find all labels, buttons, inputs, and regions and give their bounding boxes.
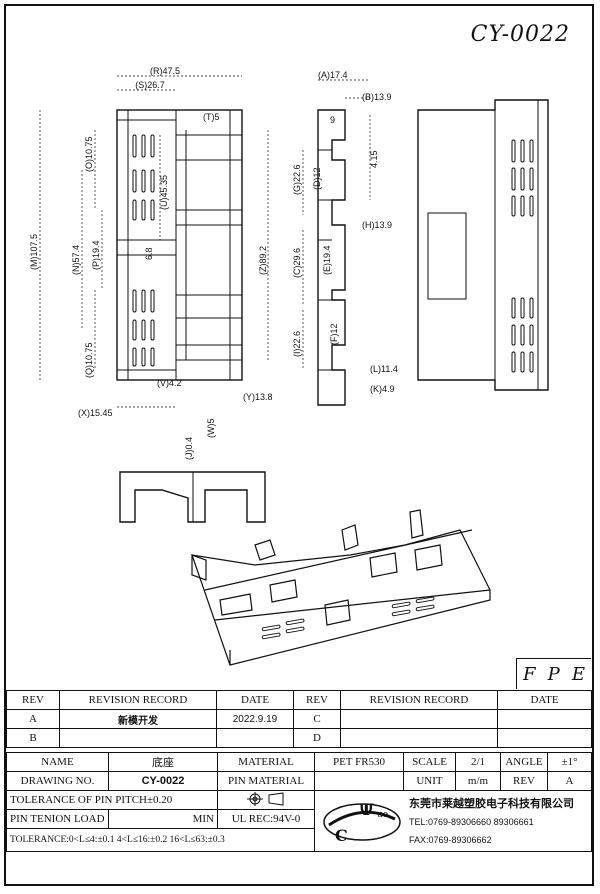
revision-row: B D [6,728,592,748]
dim-M: (M)107.5 [29,234,39,270]
rev-c: C [293,709,341,729]
revision-record-header: REVISION RECORD [59,690,217,710]
company-logo: C Ψ ue [321,795,403,849]
dim-R: (R)47.5 [150,66,180,76]
material-label: MATERIAL [217,752,315,772]
dim-P: (P)19.4 [91,240,101,270]
dim-W: (W)5 [206,419,216,439]
isometric-view [191,509,491,666]
dim-V: (V)4.2 [157,378,182,388]
drawing-sheet [4,4,594,886]
dim-A: (A)17.4 [318,70,348,80]
company-name: 东莞市莱越塑胶电子科技有限公司 [409,797,574,810]
dim-4-15: 4.15 [369,150,379,168]
pin-tension-label: PIN TENION LOAD [6,809,109,829]
tolerance-pin-pitch: TOLERANCE OF PIN PITCH±0.20 [6,790,218,810]
logo-letter-psi: Ψ [359,800,374,819]
front-view [39,75,269,408]
drawing-no-label: DRAWING NO. [6,771,109,791]
angle-label: ANGLE [500,752,548,772]
unit-label: UNIT [403,771,456,791]
dim-O: (O)10.75 [84,136,94,172]
side-view [302,79,371,406]
revision-record-a: 新模开发 [59,709,217,729]
company-tel: TEL:0769-89306660 89306661 [409,817,534,827]
dim-9: 9 [330,115,335,125]
rev-value: A [547,771,592,791]
revision-record-header-2: REVISION RECORD [340,690,498,710]
company-logo-icon: C Ψ ue [323,800,401,845]
dim-C: (C)29.6 [292,248,302,278]
dim-F: (F)12 [329,323,339,345]
tolerance-general: TOLERANCE:0<L≤4:±0.1 4<L≤16:±0.2 16<L≤63… [6,828,315,852]
dim-Y: (Y)13.8 [243,392,273,402]
logo-letter-c: C [335,826,348,845]
top-profile-view [119,471,266,523]
dim-H: (H)13.9 [362,220,392,230]
dim-6-8: 6.8 [144,247,154,260]
date-header: DATE [216,690,294,710]
pin-material-label: PIN MATERIAL [217,771,315,791]
title-block-table: NAME 底座 MATERIAL PET FR530 SCALE 2/1 ANG… [6,752,592,852]
logo-letter-ue: ue [377,810,388,820]
dim-J: (J)0.4 [184,437,194,460]
rev-a: A [6,709,60,729]
dim-U: (U)45.35 [159,175,169,210]
revision-date-a: 2022.9.19 [216,709,294,729]
date-header-2: DATE [497,690,592,710]
dim-I: (I)22.6 [292,331,302,357]
projection-symbol-icon [247,791,284,806]
scale-label: SCALE [403,752,456,772]
ul-rec: UL REC:94V-0 [217,809,315,829]
material-value: PET FR530 [314,752,404,772]
name-value: 底座 [108,752,218,772]
company-block: C Ψ ue 东莞市莱越塑胶电子科技有限公司 TEL:0769-89306660… [314,790,592,852]
dim-E: (E)19.4 [322,245,332,275]
revision-row: A 新模开发 2022.9.19 C [6,709,592,729]
fpe-e: E [571,663,585,685]
back-view [417,99,549,391]
pin-tension-value: MIN [108,809,218,829]
rev-b: B [6,728,60,748]
rev-label: REV [500,771,548,791]
rev-header-2: REV [293,690,341,710]
dim-Q: (Q)10.75 [84,342,94,378]
rev-d: D [293,728,341,748]
dim-T: (T)5 [203,112,220,122]
projection-symbol [217,790,315,810]
dim-D: (D)12 [312,167,322,190]
company-fax: FAX:0769-89306662 [409,835,492,845]
name-label: NAME [6,752,109,772]
dim-N: (N)57.4 [71,245,81,275]
drawing-no-value: CY-0022 [108,771,218,791]
dim-K: (K)4.9 [370,384,395,394]
dim-L: (L)11.4 [370,364,398,374]
revision-table: REV REVISION RECORD DATE REV REVISION RE… [6,690,592,748]
fpe-box: F P E [516,658,591,689]
revision-header-row: REV REVISION RECORD DATE REV REVISION RE… [6,690,592,710]
unit-value: m/m [455,771,501,791]
dim-X: (X)15.45 [78,408,113,418]
scale-value: 2/1 [455,752,501,772]
dim-G: (G)22.6 [292,164,302,195]
rev-header: REV [6,690,60,710]
drawing-code-title: CY-0022 [470,22,570,47]
angle-value: ±1° [547,752,592,772]
dim-S: (S)26.7 [135,80,165,90]
fpe-p: P [547,663,560,685]
fpe-f: F [523,663,536,685]
dim-B: (B)13.9 [362,92,392,102]
dim-Z: (Z)89.2 [258,246,268,275]
